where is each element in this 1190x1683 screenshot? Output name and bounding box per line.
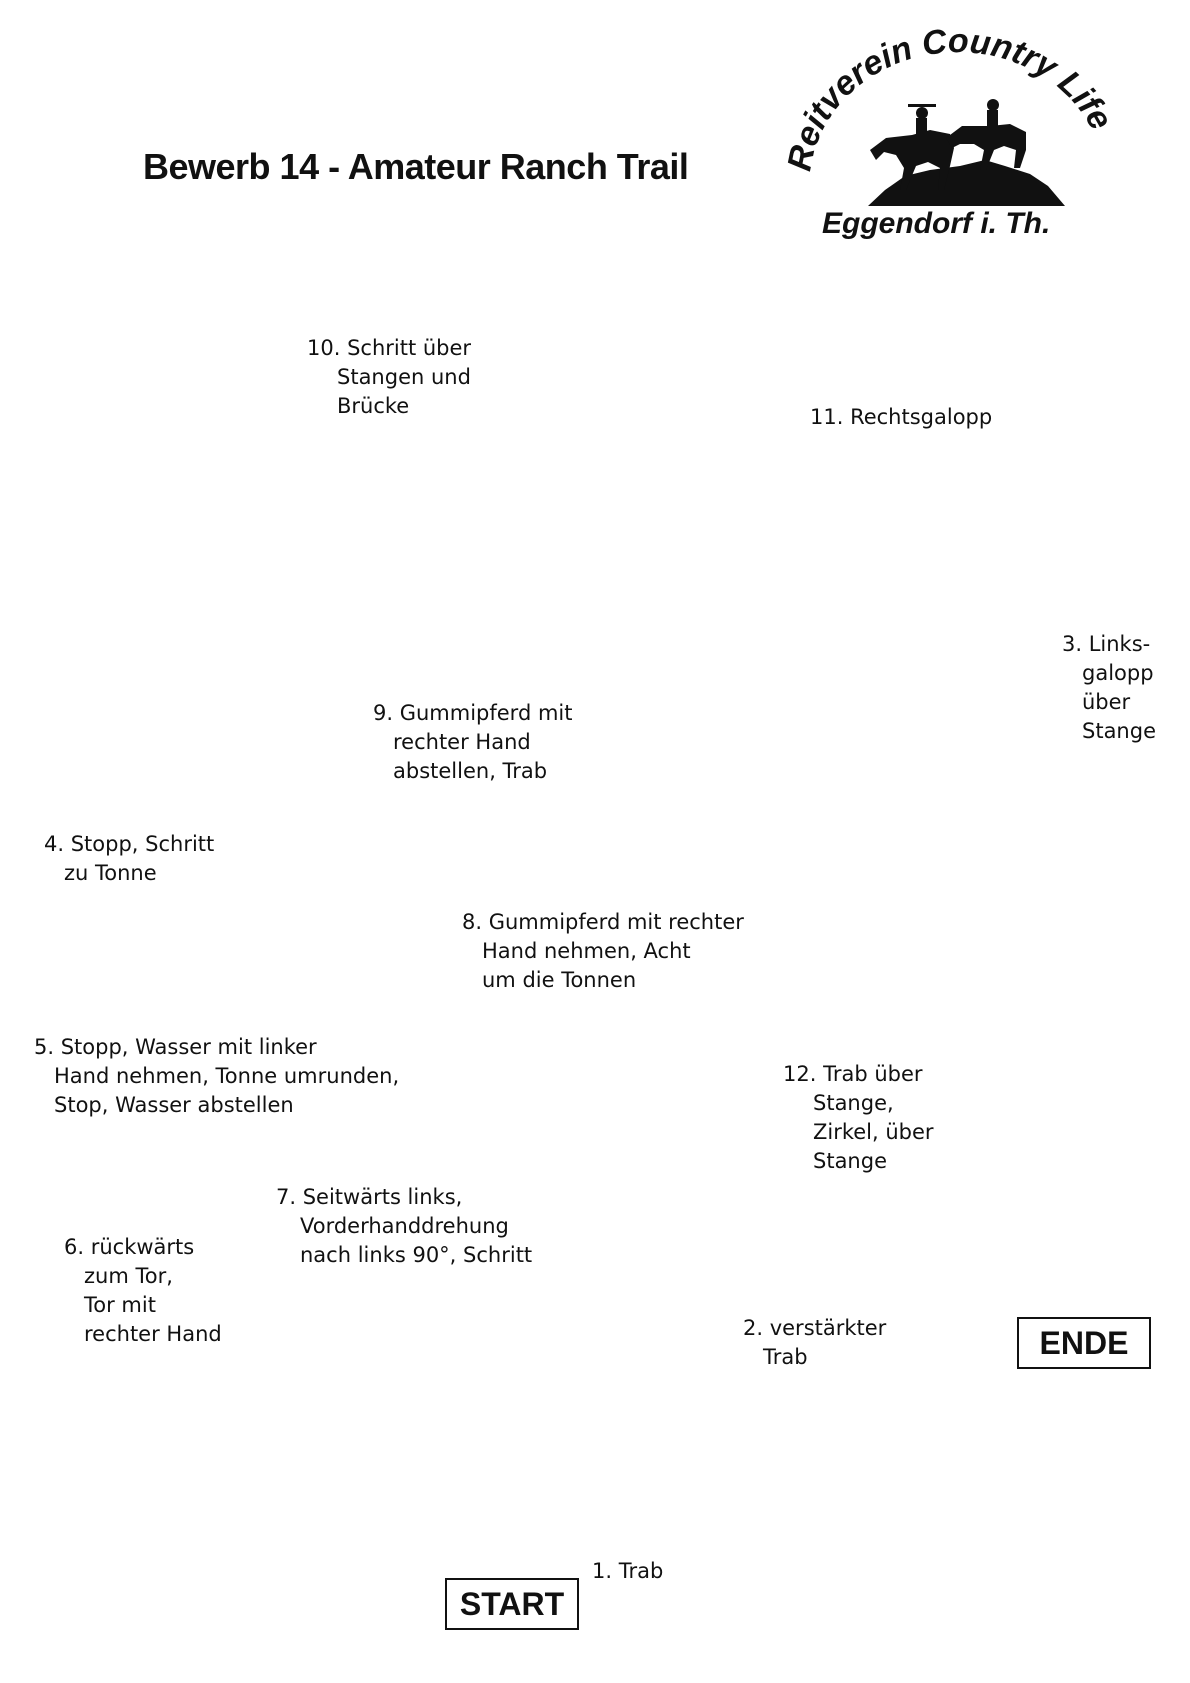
start-box: START [445, 1578, 579, 1630]
page-title: Bewerb 14 - Amateur Ranch Trail [143, 146, 689, 187]
end-box: ENDE [1017, 1317, 1151, 1369]
start-label: START [459, 1585, 565, 1622]
logo-location-text: Eggendorf i. Th. [822, 207, 1051, 240]
step-label-8: 8. Gummipferd mit rechter Hand nehmen, A… [462, 910, 744, 992]
step-label-4: 4. Stopp, Schritt zu Tonne [44, 832, 215, 885]
step-label-7: 7. Seitwärts links, Vorderhanddrehung na… [276, 1185, 533, 1267]
step-label-12: 12. Trab über Stange, Zirkel, über Stang… [783, 1062, 934, 1173]
step-label-10: 10. Schritt über Stangen und Brücke [307, 336, 472, 418]
step-label-6: 6. rückwärts zum Tor, Tor mit rechter Ha… [64, 1235, 222, 1346]
step-label-3: 3. Links- galopp über Stange [1062, 632, 1156, 743]
step-label-2: 2. verstärkter Trab [743, 1316, 887, 1369]
step-label-9: 9. Gummipferd mit rechter Hand abstellen… [373, 701, 573, 783]
end-label: ENDE [1039, 1324, 1129, 1361]
horse-riders-logo-icon [868, 99, 1065, 206]
club-logo: Reitverein Country Life [780, 22, 1120, 206]
step-label-5: 5. Stopp, Wasser mit linker Hand nehmen,… [34, 1035, 400, 1117]
step-label-1: 1. Trab [592, 1559, 664, 1583]
step-label-11: 11. Rechtsgalopp [810, 405, 993, 429]
